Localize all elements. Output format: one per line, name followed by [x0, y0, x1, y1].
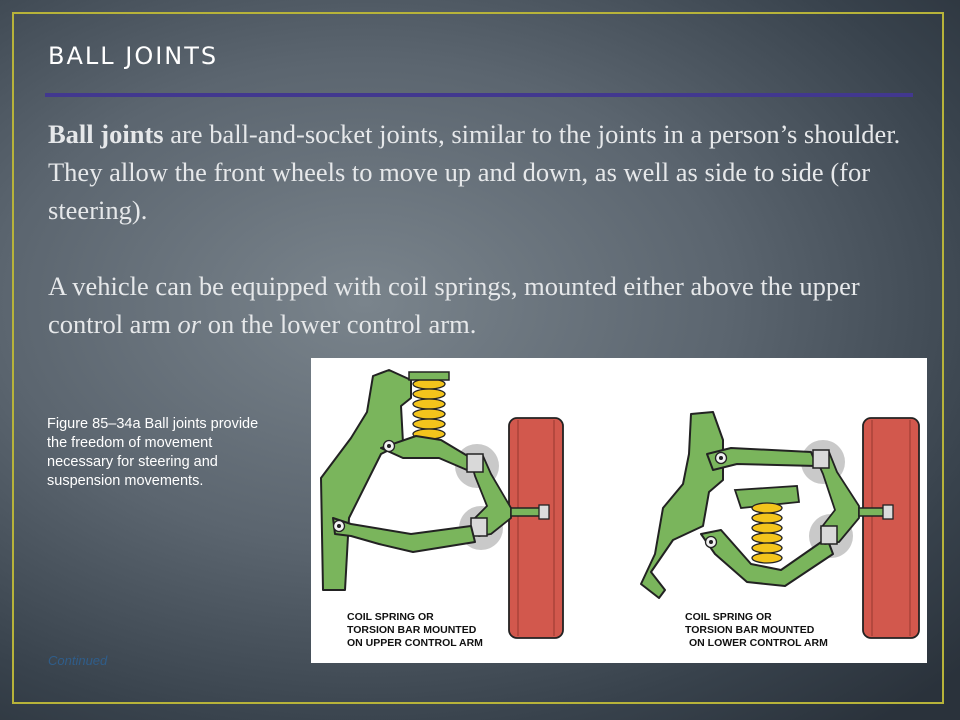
slide-body: Ball joints are ball-and-socket joints, … — [48, 115, 918, 343]
left-label-line-1: COIL SPRING OR — [347, 611, 434, 623]
slide-frame — [12, 12, 944, 704]
right-label-line-3: ON LOWER CONTROL ARM — [689, 637, 828, 649]
paragraph-2-before: A vehicle can be equipped with coil spri… — [48, 271, 860, 339]
figure-caption: Figure 85–34a Ball joints provide the fr… — [47, 416, 259, 489]
frame-left — [320, 369, 412, 591]
lower-control-arm-left — [332, 517, 476, 553]
coil-spring-left — [412, 378, 446, 440]
knuckle-left — [470, 455, 512, 537]
left-label-line-2: TORSION BAR MOUNTED — [347, 624, 477, 636]
tire-left — [508, 417, 564, 639]
lower-arm-mount-assembly — [640, 411, 920, 639]
paragraph-2-after: on the lower control arm. — [201, 309, 477, 339]
paragraph-2-emphasis: or — [177, 309, 202, 339]
knuckle-right — [814, 451, 860, 545]
right-label-line-2: TORSION BAR MOUNTED — [685, 624, 815, 636]
left-label-line-3: ON UPPER CONTROL ARM — [347, 637, 483, 649]
upper-arm-mount-assembly — [320, 369, 564, 639]
paragraph-coil-springs: A vehicle can be equipped with coil spri… — [48, 267, 918, 343]
paragraph-1-text: are ball-and-socket joints, similar to t… — [48, 119, 901, 225]
title-underline — [45, 93, 913, 97]
tire-right — [862, 417, 920, 639]
right-label-line-1: COIL SPRING OR — [685, 611, 772, 623]
bold-term: Ball joints — [48, 119, 164, 149]
frame-right — [640, 411, 724, 599]
suspension-diagram: COIL SPRING OR TORSION BAR MOUNTED ON UP… — [320, 369, 920, 649]
paragraph-ball-joints: Ball joints are ball-and-socket joints, … — [48, 115, 918, 229]
coil-spring-right — [751, 502, 783, 564]
suspension-figure: COIL SPRING OR TORSION BAR MOUNTED ON UP… — [311, 358, 927, 663]
lower-control-arm-right — [700, 529, 834, 587]
continued-link[interactable]: Continued — [48, 653, 108, 668]
slide-title: BALL JOINTS — [48, 42, 219, 70]
